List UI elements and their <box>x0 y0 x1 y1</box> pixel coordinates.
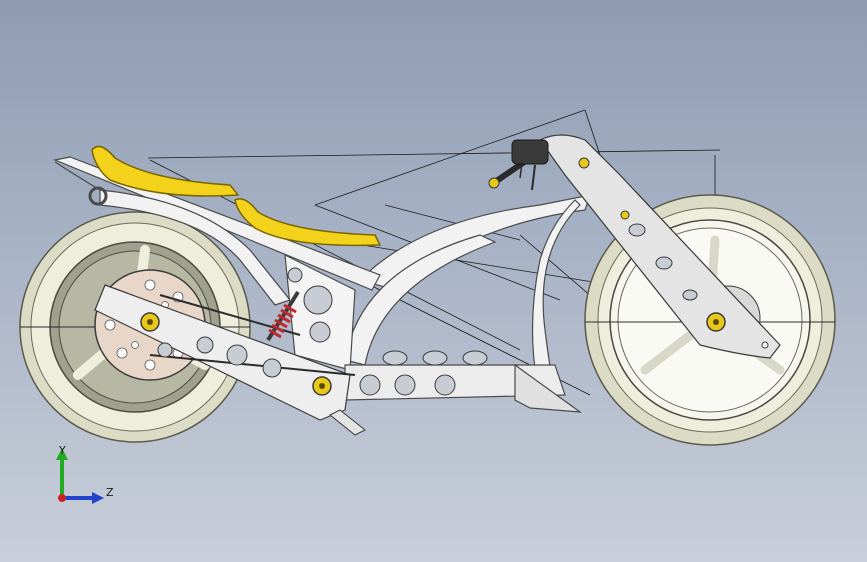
z-axis-arrow <box>92 492 104 504</box>
rear-hook <box>88 186 108 206</box>
handlebar[interactable] <box>488 139 549 191</box>
y-axis-arrow <box>56 448 68 460</box>
z-axis-label: Z <box>106 486 114 499</box>
shock-absorber <box>266 290 300 342</box>
frame-holes <box>287 267 488 396</box>
x-axis-dot <box>58 494 66 502</box>
front-fork[interactable] <box>539 134 781 359</box>
rear-tail-tube <box>54 161 101 191</box>
swingarm[interactable] <box>94 284 366 436</box>
coordinate-triad: Y Z <box>56 444 114 504</box>
y-axis-label: Y <box>58 444 66 457</box>
seat[interactable] <box>91 145 382 247</box>
frame[interactable] <box>52 156 591 413</box>
